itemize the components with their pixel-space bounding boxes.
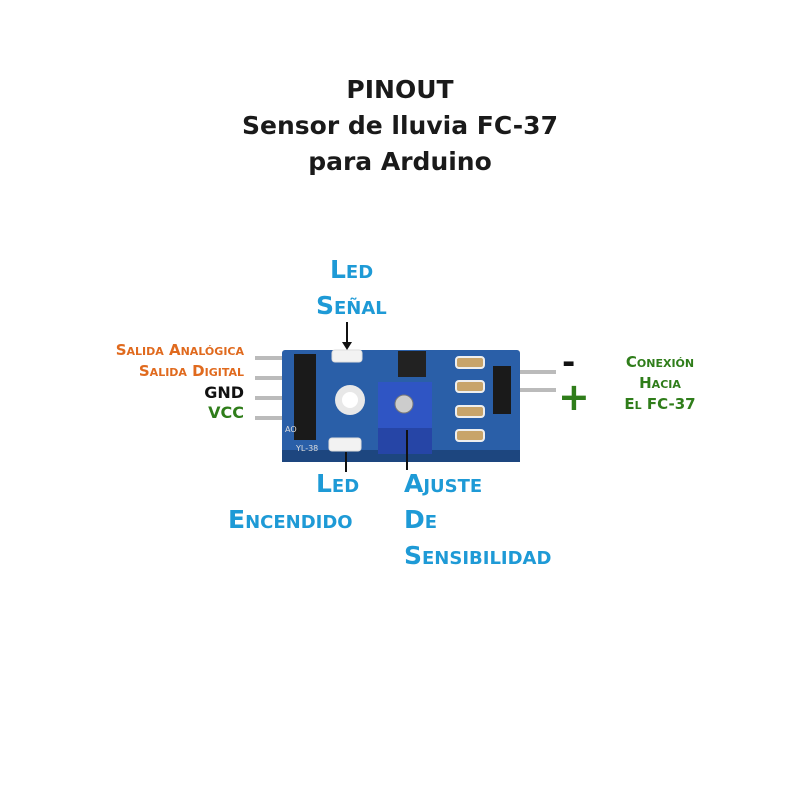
power-led-label-2: Encendido <box>228 505 353 534</box>
connection-label-2: Hacia <box>639 374 681 392</box>
connection-label-1: Conexión <box>625 353 695 371</box>
sensitivity-label-3: Sensibilidad <box>404 541 552 570</box>
silk-ao: AO <box>285 425 297 434</box>
page-title: PINOUT Sensor de lluvia FC-37 para Ardui… <box>0 72 800 180</box>
connection-label: Conexión Hacia El FC-37 <box>600 352 720 415</box>
pin-label-digital-out: Salida Digital <box>138 362 244 380</box>
smd-components <box>455 356 485 442</box>
pointer-lines <box>345 322 408 472</box>
title-line-1: PINOUT <box>346 75 454 104</box>
right-header <box>493 366 511 414</box>
pin-label-analog-out: Salida Analógica <box>115 341 244 359</box>
minus-sign: - <box>562 343 576 381</box>
silk-model: YL-38 <box>295 444 318 453</box>
comparator-ic <box>398 351 426 377</box>
signal-led-label-1: Led <box>330 255 374 284</box>
pcb-shadow <box>282 450 520 462</box>
plus-sign: + <box>558 375 590 419</box>
title-line-2: Sensor de lluvia FC-37 <box>242 111 558 140</box>
pin-label-gnd: GND <box>204 383 244 402</box>
connection-label-3: El FC-37 <box>624 395 696 413</box>
potentiometer-screw <box>394 394 414 414</box>
sensitivity-label-1: Ajuste <box>404 469 483 498</box>
arrow-icon <box>342 342 352 350</box>
title-line-3: para Arduino <box>308 147 492 176</box>
signal-led <box>331 349 363 363</box>
sensitivity-label-2: De <box>404 505 438 534</box>
power-led-label-1: Led <box>316 469 360 498</box>
left-header <box>294 354 316 440</box>
pin-label-vcc: VCC <box>208 403 244 422</box>
signal-led-label-2: Señal <box>316 291 387 320</box>
power-led <box>328 437 362 452</box>
